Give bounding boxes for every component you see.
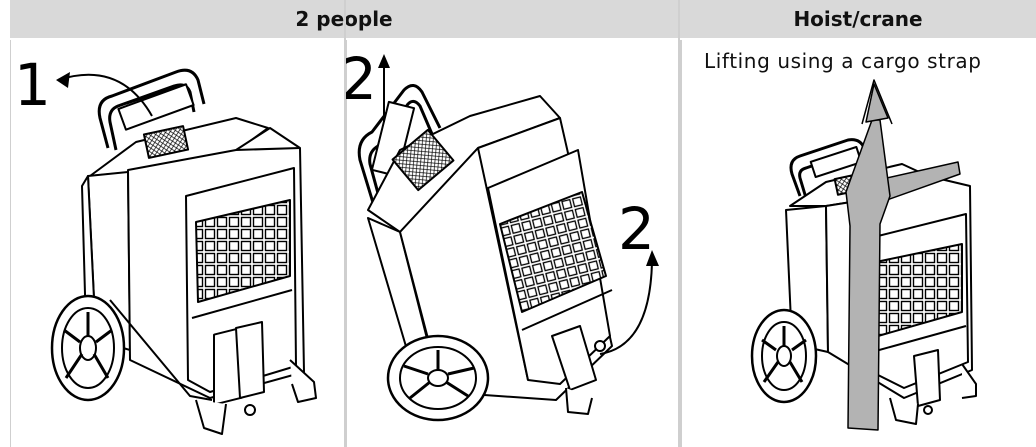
- step-number-2-top: 2: [340, 45, 377, 113]
- header-hoist-crane: Hoist/crane: [680, 0, 1036, 38]
- step-number-1: 1: [14, 51, 51, 119]
- column-divider: [344, 0, 346, 447]
- dehumidifier-strapped: [750, 138, 977, 425]
- step-number-2-side: 2: [618, 195, 655, 263]
- dehumidifier-tilted: [357, 84, 613, 422]
- cargo-strap: [845, 79, 961, 431]
- curved-arrow-icon: [57, 73, 153, 117]
- cargo-strap-caption: Lifting using a cargo strap: [704, 49, 982, 73]
- dehumidifier-upright: [50, 68, 317, 435]
- column-divider: [678, 0, 680, 447]
- curved-arrow-icon: [599, 261, 653, 355]
